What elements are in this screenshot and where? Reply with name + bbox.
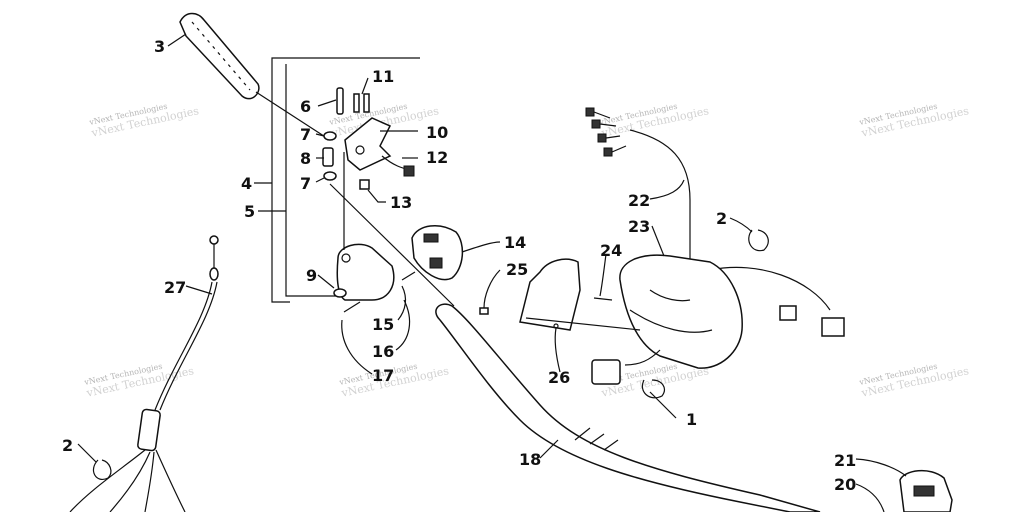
callout-3: 3 bbox=[154, 37, 165, 56]
bushing bbox=[322, 147, 334, 167]
callout-18: 18 bbox=[519, 450, 541, 469]
hand-control bbox=[899, 469, 953, 512]
callout-11: 11 bbox=[372, 67, 394, 86]
assembly-bracket bbox=[285, 64, 340, 297]
control-housing bbox=[619, 254, 743, 369]
cable-clamp bbox=[641, 229, 769, 399]
callout-14: 14 bbox=[504, 233, 526, 252]
callout-5: 5 bbox=[244, 202, 255, 221]
pin bbox=[336, 87, 344, 115]
screw bbox=[343, 271, 416, 313]
connector bbox=[591, 349, 661, 385]
callout-20: 20 bbox=[834, 475, 856, 494]
callout-labels: 3 6 11 7 10 8 12 4 7 13 5 14 9 15 16 17 … bbox=[62, 37, 856, 494]
callout-4: 4 bbox=[241, 174, 252, 193]
callout-21: 21 bbox=[834, 451, 856, 470]
callout-15: 15 bbox=[372, 315, 394, 334]
throttle-lever bbox=[344, 117, 392, 171]
throttle-cable bbox=[69, 235, 219, 512]
switch-plug bbox=[381, 155, 415, 177]
callout-13: 13 bbox=[390, 193, 412, 212]
wiring-harness bbox=[585, 107, 845, 337]
leader-lines bbox=[77, 33, 907, 512]
cable-clamp bbox=[93, 459, 112, 480]
spring-pin bbox=[353, 93, 370, 113]
callout-6: 6 bbox=[300, 97, 311, 116]
throttle-housing bbox=[333, 243, 395, 301]
washer bbox=[323, 131, 337, 181]
callout-7: 7 bbox=[300, 174, 311, 193]
callout-8: 8 bbox=[300, 149, 311, 168]
hand-grip bbox=[179, 12, 260, 100]
callout-10: 10 bbox=[426, 123, 448, 142]
callout-2: 2 bbox=[716, 209, 727, 228]
callout-26: 26 bbox=[548, 368, 570, 387]
callout-25: 25 bbox=[506, 260, 528, 279]
callout-23: 23 bbox=[628, 217, 650, 236]
watermark-group: vNext Technologies vNext Technologies vN… bbox=[83, 102, 971, 400]
callout-1: 1 bbox=[686, 410, 697, 429]
callout-17: 17 bbox=[372, 366, 394, 385]
switch-housing bbox=[411, 225, 464, 281]
callout-24: 24 bbox=[600, 241, 622, 260]
callout-27: 27 bbox=[164, 278, 186, 297]
handlebar bbox=[435, 303, 821, 512]
callout-22: 22 bbox=[628, 191, 650, 210]
nut bbox=[359, 179, 370, 190]
assembly-bracket bbox=[271, 57, 290, 303]
callout-7: 7 bbox=[300, 125, 311, 144]
callout-16: 16 bbox=[372, 342, 394, 361]
callout-2: 2 bbox=[62, 436, 73, 455]
cover-plate bbox=[519, 258, 581, 331]
callout-12: 12 bbox=[426, 148, 448, 167]
callout-9: 9 bbox=[306, 266, 317, 285]
